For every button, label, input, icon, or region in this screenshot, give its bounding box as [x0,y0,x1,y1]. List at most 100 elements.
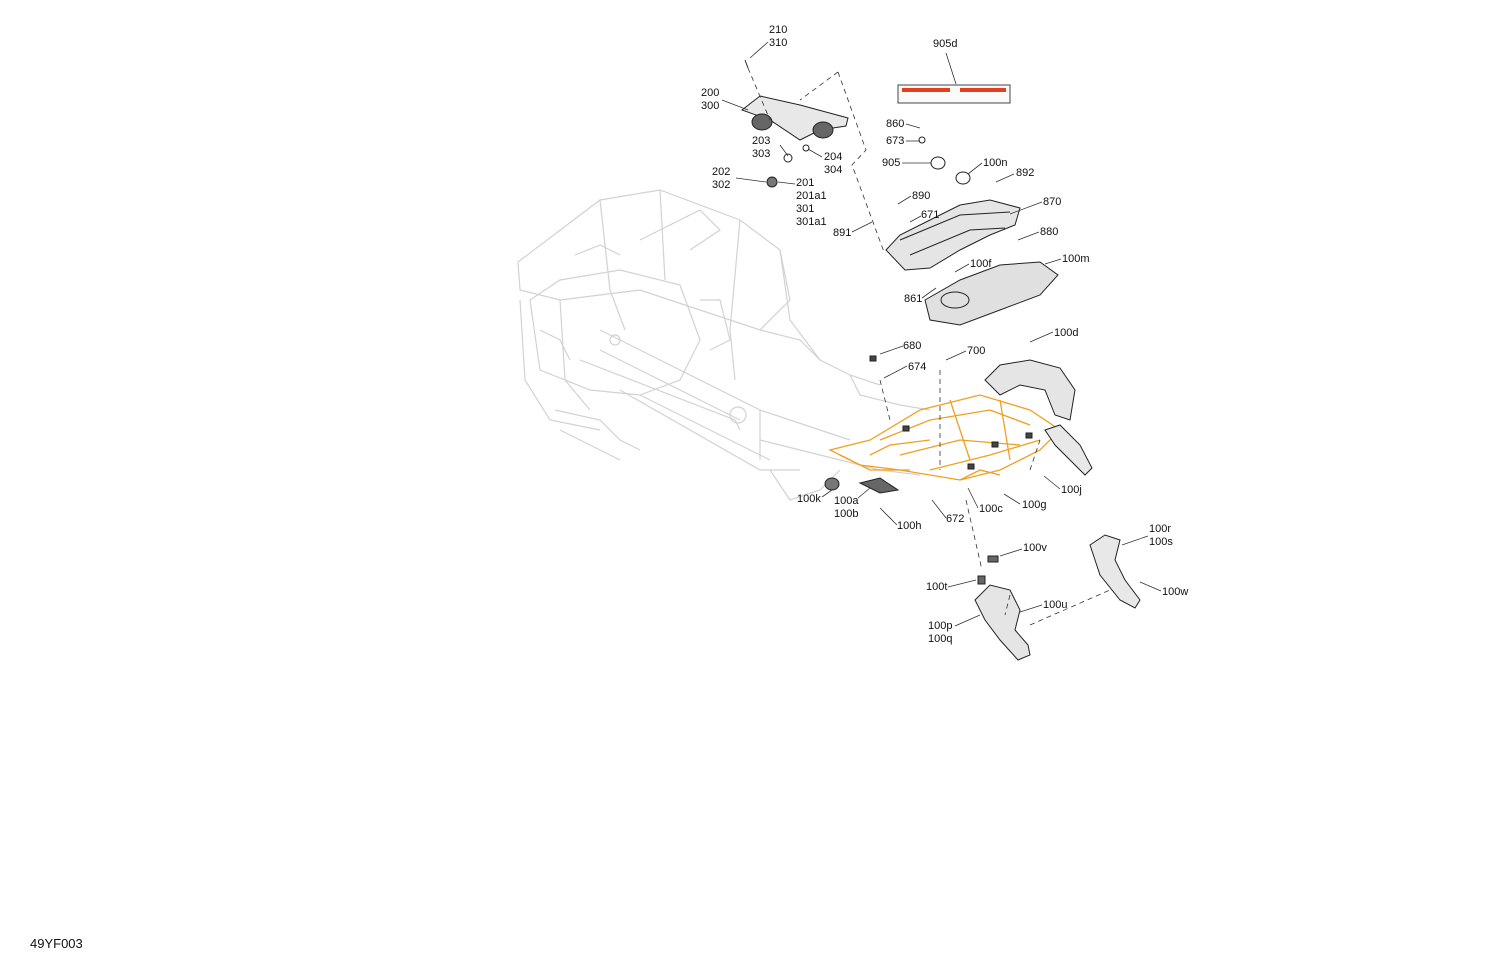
callout-100c: 100c [979,503,1003,516]
callout-100v: 100v [1023,542,1047,555]
callout-number: 310 [769,37,788,49]
handle-mount-right [812,121,834,139]
callout-100u: 100u [1043,599,1067,612]
seat-back-support-part [984,359,1076,421]
handle-mount-left [751,113,773,131]
clip-100v-part [987,555,999,563]
callout-number: 100r [1149,523,1172,535]
callout-number: 304 [824,164,843,176]
callout-number: 303 [752,148,771,160]
decal-red-strip-left [902,88,950,92]
callout-number: 301a1 [796,216,827,228]
callout-number: 861 [904,293,923,305]
washer-part-2 [802,144,810,152]
callout-number: 100d [1054,327,1079,339]
callout-number: 892 [1016,167,1035,179]
callout-100h: 100h [897,520,921,533]
callout-number: 860 [886,118,905,130]
callout-100d: 100d [1054,327,1078,340]
callout-number: 100u [1043,599,1068,611]
footrest-part [1044,424,1093,476]
nut-part [766,176,778,188]
callout-870: 870 [1043,196,1061,209]
fastener-part [918,136,926,144]
callout-number: 674 [908,361,927,373]
callout-number: 673 [886,135,905,147]
callout-number: 891 [833,227,852,239]
callout-680: 680 [903,340,921,353]
callout-number: 100m [1062,253,1090,265]
cap-part [955,171,971,185]
console-part [885,199,1021,271]
figure-id: 49YF003 [30,936,83,951]
warning-decal [897,84,1011,104]
callout-number: 100j [1061,484,1082,496]
callout-number: 905 [882,157,901,169]
callout-number: 100c [979,503,1003,515]
callout-number: 680 [903,340,922,352]
cup-holder-part [940,291,970,309]
callout-100f: 100f [970,258,991,271]
floor-fastener-4 [1025,432,1033,439]
floor-fastener-3 [991,441,999,448]
callout-number: 100n [983,157,1008,169]
callout-905d: 905d [933,38,957,51]
callout-100n: 100n [983,157,1007,170]
callout-number: 200 [701,87,720,99]
callout-number: 700 [967,345,986,357]
callout-672: 672 [946,513,964,526]
seat-base-cover-part [924,261,1059,326]
vehicle-frame [517,189,931,501]
callout-100w: 100w [1162,586,1188,599]
callout-671: 671 [921,209,939,222]
callout-891: 891 [833,227,851,240]
callout-number: 100s [1149,536,1173,548]
callout-number: 100k [797,493,821,505]
decal-red-strip-right [960,88,1006,92]
callout-number: 890 [912,190,931,202]
callout-number: 100g [1022,499,1047,511]
floor-fastener-1 [902,425,910,432]
callout-674: 674 [908,361,926,374]
washer-part [783,153,793,163]
callout-number: 100t [926,581,948,593]
callout-100t: 100t [926,581,947,594]
leader-lines [721,41,1162,627]
callout-number: 672 [946,513,965,525]
callout-100j: 100j [1061,484,1082,497]
callout-number: 302 [712,179,731,191]
callout-number: 204 [824,151,843,163]
callout-number: 100p [928,620,953,632]
side-bracket-part [1089,534,1141,609]
callout-number: 100h [897,520,922,532]
callout-number: 100w [1162,586,1189,598]
callout-number: 202 [712,166,731,178]
callout-905: 905 [882,157,900,170]
callout-number: 100q [928,633,953,645]
callout-number: 880 [1040,226,1059,238]
callout-number: 870 [1043,196,1062,208]
clip-part [930,156,946,170]
bolt-part [744,59,749,69]
callout-number: 210 [769,24,788,36]
floor-fastener-2 [967,463,975,470]
callout-number: 201a1 [796,190,827,202]
parts [740,59,1141,661]
bracket-100a-part [858,477,900,494]
callout-number: 671 [921,209,940,221]
callout-number: 905d [933,38,958,50]
callout-number: 301 [796,203,815,215]
floor-fastener-5 [869,355,877,362]
callout-892: 892 [1016,167,1034,180]
callout-673: 673 [886,135,904,148]
callout-number: 300 [701,100,720,112]
